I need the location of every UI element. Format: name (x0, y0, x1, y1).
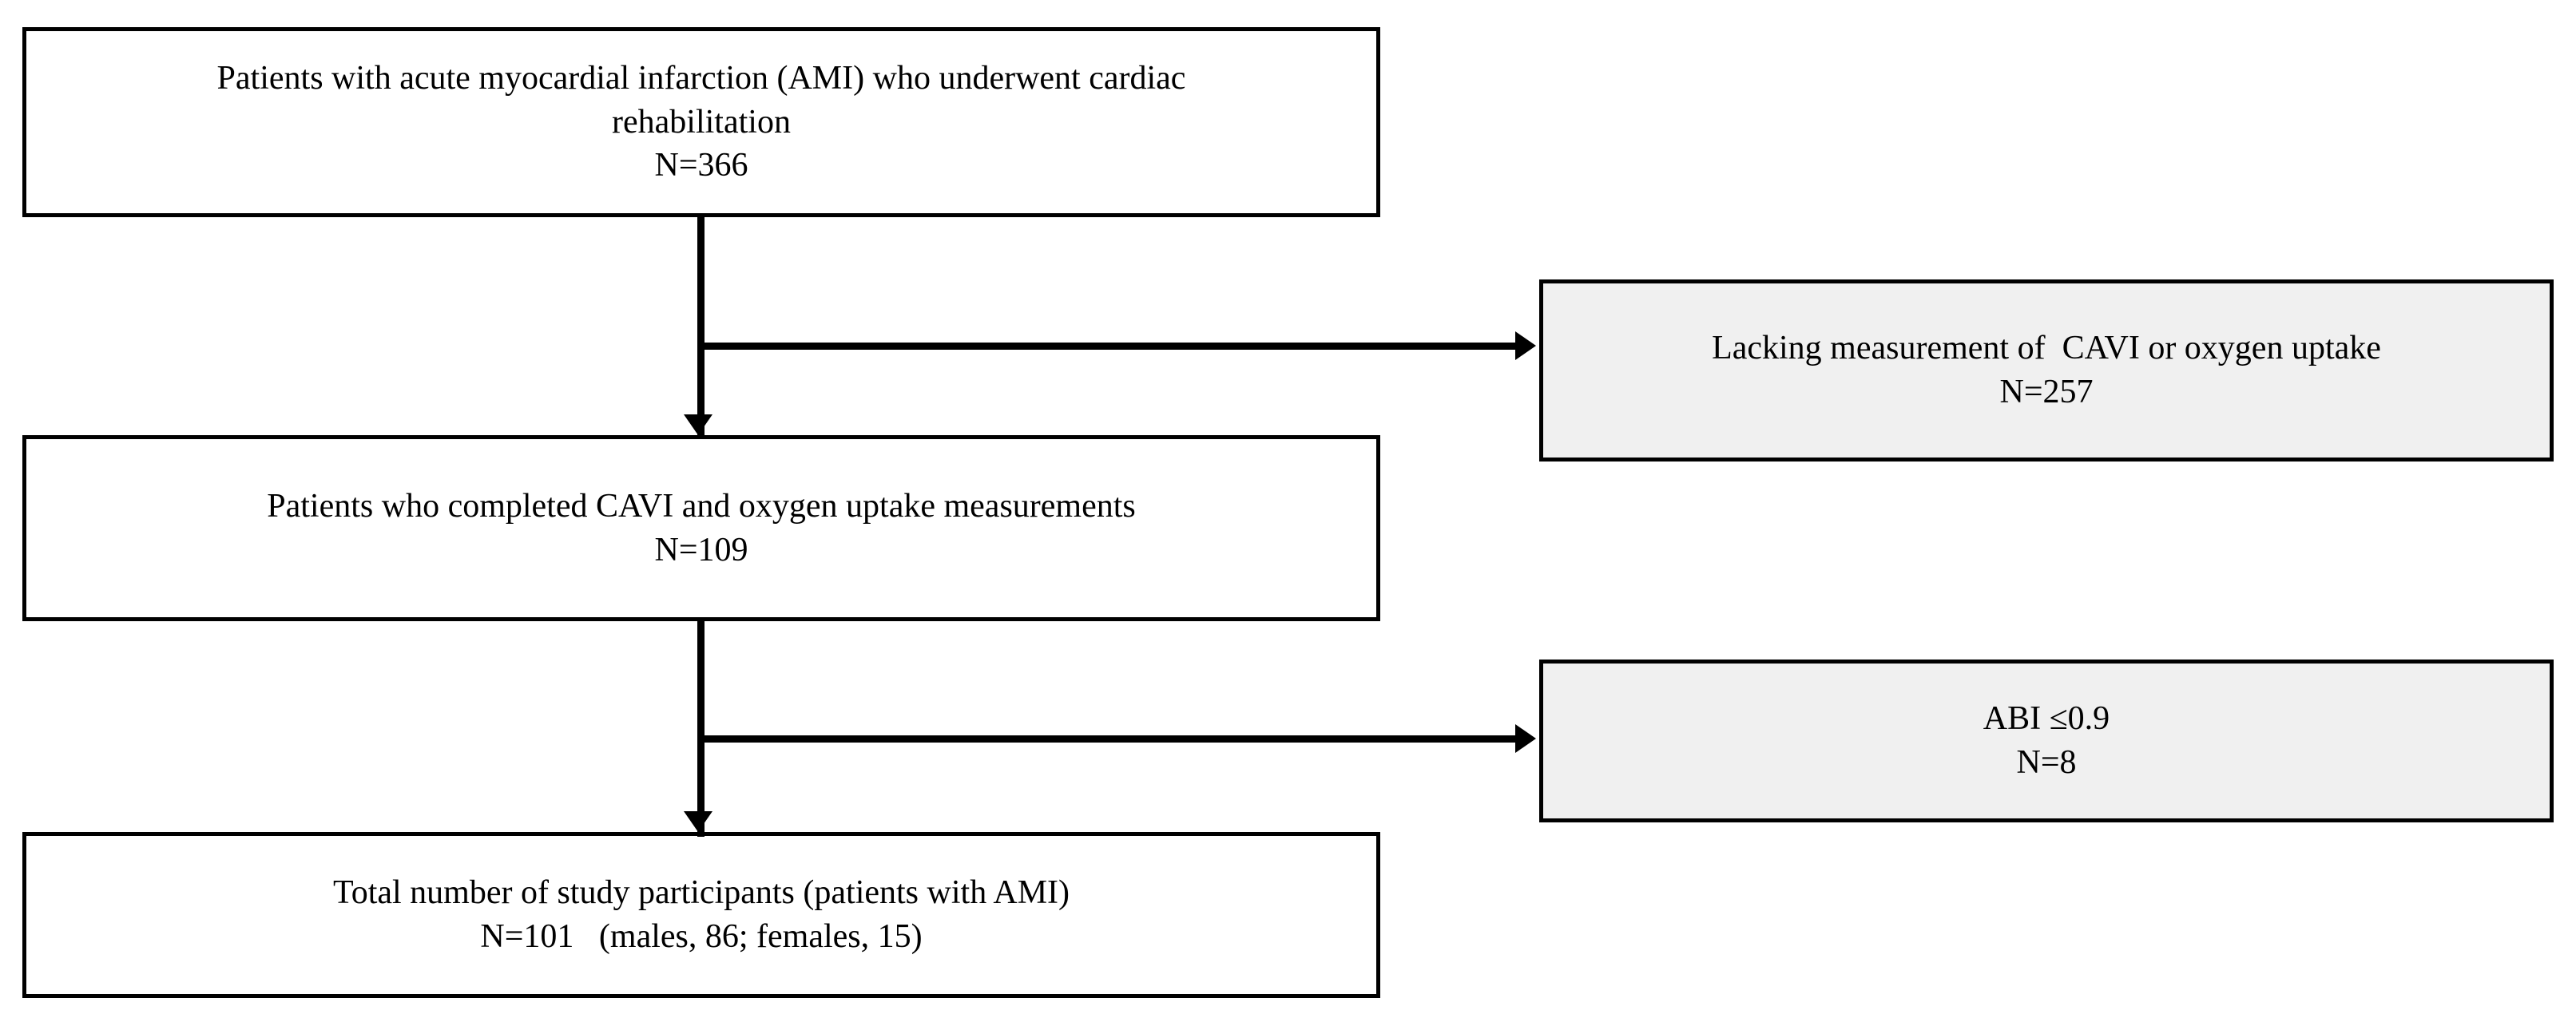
node-exclusion-abi-count: N=8 (2016, 744, 2077, 781)
node-measured-count: N=109 (654, 531, 748, 568)
node-exclusion-abi-line1: ABI ≤0.9 (1983, 700, 2110, 738)
node-total-participants: Total number of study participants (pati… (22, 832, 1380, 998)
arrow-down-icon-enrolled-to-measured (684, 414, 712, 435)
connector-enrolled-to-measured-line (697, 217, 705, 438)
node-completed-measurements: Patients who completed CAVI and oxygen u… (22, 435, 1380, 621)
node-enrolled-line1: Patients with acute myocardial infarctio… (216, 60, 1186, 97)
node-enrolled-line2: rehabilitation (612, 103, 791, 141)
connector-measured-to-total-line (697, 621, 705, 837)
arrow-right-icon-measured-to-exclusion-abi (1515, 724, 1536, 753)
node-exclusion-cavi-line1: Lacking measurement of CAVI or oxygen up… (1712, 330, 2381, 367)
connector-enrolled-to-exclusion-cavi-line (697, 343, 1520, 350)
node-total-count: N=101 (males, 86; females, 15) (480, 918, 923, 955)
node-enrolled-count: N=366 (654, 147, 748, 184)
arrow-down-icon-measured-to-total (684, 811, 712, 832)
node-exclusion-cavi-count: N=257 (1999, 374, 2094, 410)
node-exclusion-abi: ABI ≤0.9 N=8 (1539, 660, 2554, 822)
connector-measured-to-exclusion-abi-line (697, 735, 1520, 743)
node-measured-line1: Patients who completed CAVI and oxygen u… (267, 487, 1136, 525)
node-enrolled-cohort: Patients with acute myocardial infarctio… (22, 27, 1380, 217)
node-total-line1: Total number of study participants (pati… (332, 874, 1070, 912)
arrow-right-icon-enrolled-to-exclusion-cavi (1515, 331, 1536, 360)
node-exclusion-lacking-measurement: Lacking measurement of CAVI or oxygen up… (1539, 279, 2554, 462)
